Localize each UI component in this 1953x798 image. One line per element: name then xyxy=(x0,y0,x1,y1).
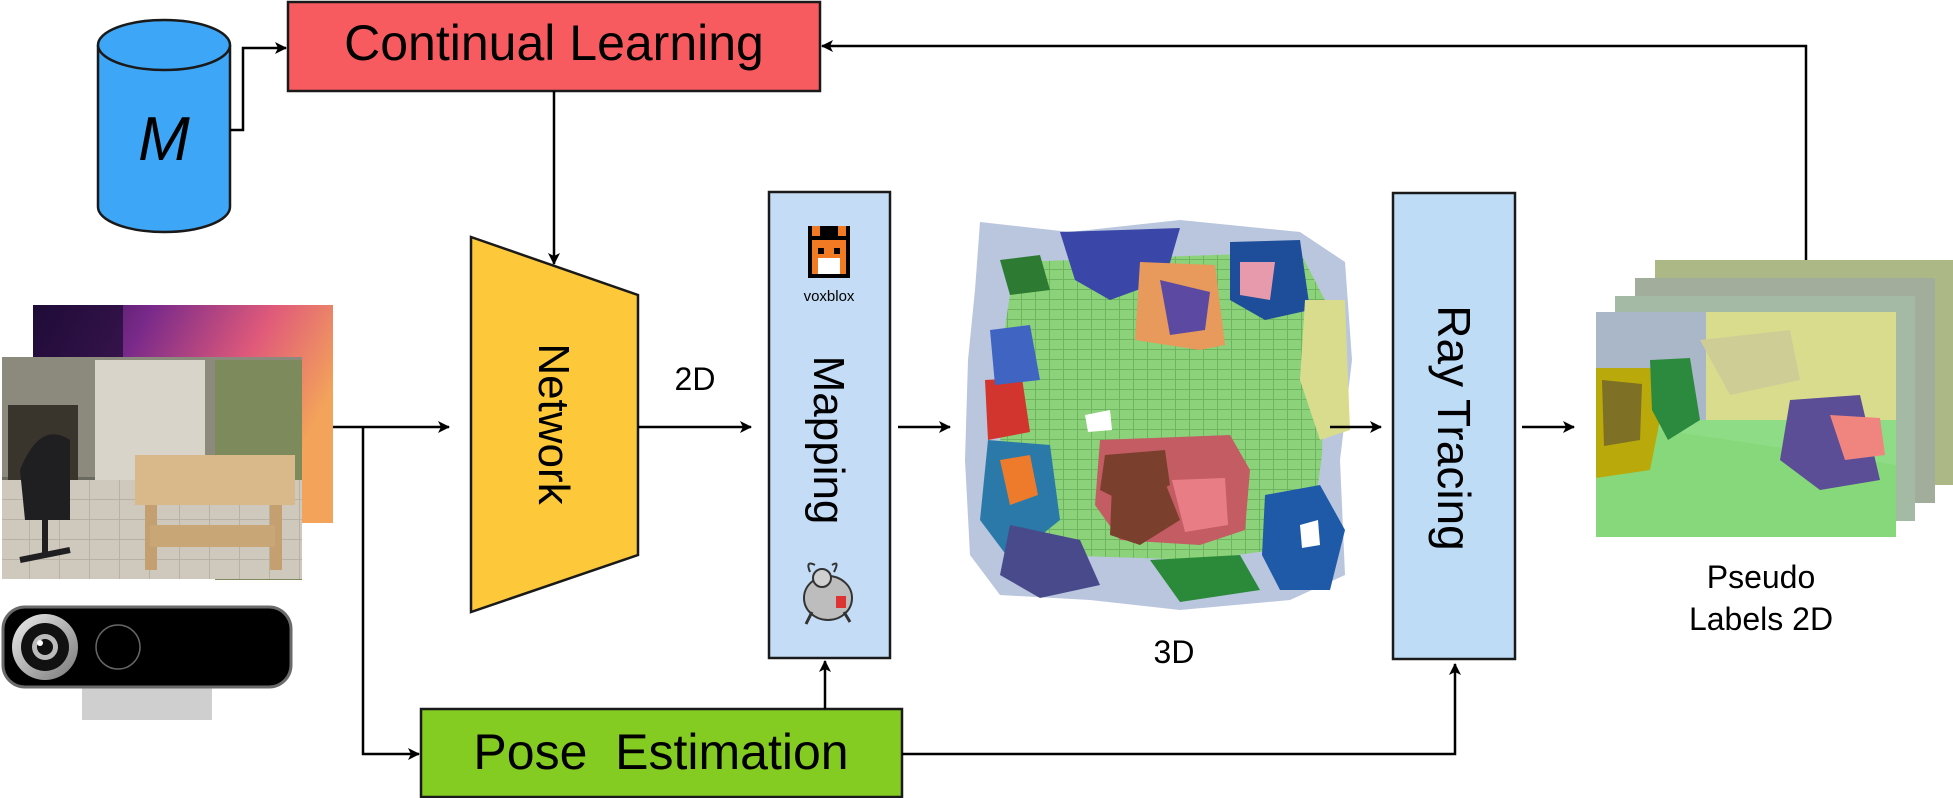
arrow-input-to-pose xyxy=(361,427,420,760)
mascot-icon xyxy=(803,562,853,625)
arrow-labels-to-learning xyxy=(821,40,1808,260)
camera-icon xyxy=(1,605,293,720)
arrow-memory-to-learning xyxy=(230,42,287,132)
network-label: Network xyxy=(529,343,578,505)
input-rgb-image xyxy=(2,357,302,580)
fox-icon xyxy=(808,226,850,278)
pose-estimation-label: Pose Estimation xyxy=(473,724,848,780)
ray-tracing-block: Ray Tracing xyxy=(1391,191,1517,661)
pose-estimation-block: Pose Estimation xyxy=(419,707,904,798)
network-block: Network xyxy=(469,235,640,614)
mapping-label: Mapping xyxy=(804,356,853,525)
edge-label-2d: 2D xyxy=(675,361,716,397)
mapping-block: voxblox Mapping xyxy=(767,190,892,660)
memory-label: M xyxy=(138,105,190,174)
pseudo-labels-title-line2: Labels 2D xyxy=(1689,601,1833,637)
arrow-pose-to-raytracing xyxy=(902,663,1461,756)
pseudo-label-front-image xyxy=(1596,312,1896,537)
ray-tracing-label: Ray Tracing xyxy=(1428,305,1480,550)
continual-learning-block: Continual Learning xyxy=(286,0,822,93)
voxel-map-3d xyxy=(965,220,1352,610)
edge-label-3d: 3D xyxy=(1154,634,1195,670)
connectors xyxy=(230,40,1808,760)
pseudo-labels-title-line1: Pseudo xyxy=(1707,559,1816,595)
memory-database: M xyxy=(96,18,232,234)
continual-learning-label: Continual Learning xyxy=(344,15,764,71)
voxblox-logo-text: voxblox xyxy=(804,288,855,305)
